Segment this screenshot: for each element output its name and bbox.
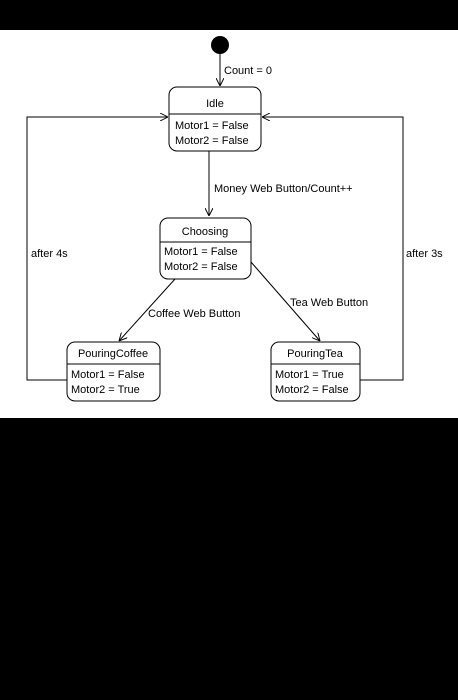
state-pouring-tea-attr-motor1: Motor1 = True: [275, 369, 344, 381]
state-idle-name: Idle: [206, 98, 224, 110]
state-idle-attr-motor2: Motor2 = False: [175, 135, 249, 147]
transition-coffee-to-idle: [26, 117, 168, 381]
state-pouring-coffee-name: PouringCoffee: [78, 348, 148, 360]
state-pouring-tea: PouringTea Motor1 = True Motor2 = False: [270, 341, 361, 402]
state-idle: Idle Motor1 = False Motor2 = False: [168, 86, 262, 152]
initial-state-dot: [211, 36, 229, 54]
state-idle-attr-motor1: Motor1 = False: [175, 120, 249, 132]
state-choosing-attr-motor1: Motor1 = False: [164, 246, 238, 258]
transition-choosing-to-coffee-label: Coffee Web Button: [148, 308, 241, 320]
transition-idle-to-choosing-label: Money Web Button/Count++: [214, 183, 353, 195]
state-pouring-coffee-attr-motor2: Motor2 = True: [71, 384, 140, 396]
transition-choosing-to-tea: [250, 261, 320, 341]
state-pouring-tea-name: PouringTea: [287, 348, 344, 360]
transition-coffee-to-idle-label: after 4s: [31, 248, 68, 260]
state-pouring-coffee: PouringCoffee Motor1 = False Motor2 = Tr…: [66, 341, 161, 402]
transition-choosing-to-coffee: [119, 278, 176, 341]
state-pouring-tea-attr-motor2: Motor2 = False: [275, 384, 349, 396]
state-choosing-name: Choosing: [182, 226, 228, 238]
transition-tea-to-idle: [262, 117, 404, 381]
state-pouring-coffee-attr-motor1: Motor1 = False: [71, 369, 145, 381]
initial-transition-label: Count = 0: [224, 65, 272, 77]
state-choosing: Choosing Motor1 = False Motor2 = False: [159, 217, 252, 280]
transition-tea-to-idle-label: after 3s: [406, 248, 443, 260]
transition-choosing-to-tea-label: Tea Web Button: [290, 297, 368, 309]
state-choosing-attr-motor2: Motor2 = False: [164, 261, 238, 273]
